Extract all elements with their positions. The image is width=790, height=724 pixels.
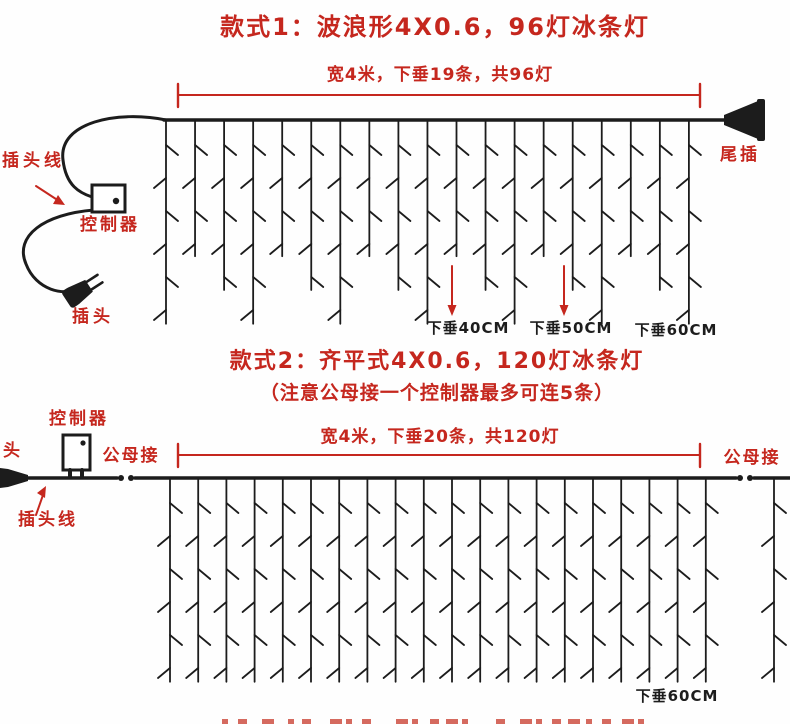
style2-title: 款式2：齐平式4X0.6，120灯冰条灯: [229, 349, 645, 374]
style1-drops: [153, 120, 702, 325]
style1-plug-label: 插头: [72, 307, 114, 327]
style2-plug-icon: [0, 468, 28, 488]
style2-plug-partial-label: 头: [3, 441, 20, 461]
style1-plug-icon: [62, 273, 104, 308]
style2-diagram: [0, 442, 790, 488]
style1-diagram: [21, 82, 728, 316]
style1-plug-wire-label: 插头线: [2, 151, 65, 171]
style2-controller-box: [61, 433, 92, 479]
style2-drop-60cm-label: 下垂60CM: [635, 687, 719, 705]
style1-tail-plug-icon: [724, 99, 765, 141]
style2-subtitle: （注意公母接一个控制器最多可连5条）: [259, 382, 615, 404]
style1-drop-60cm-label: 下垂60CM: [634, 321, 718, 339]
style2-plug-wire-arrow: [35, 486, 46, 516]
style2-plug-wire-label: 插头线: [18, 510, 78, 530]
style2-dimension-label: 宽4米，下垂20条，共120灯: [320, 427, 560, 447]
style2-controller-label: 控制器: [49, 409, 109, 429]
style2-connector-dots: [118, 475, 753, 481]
style1-dimension-label: 宽4米，下垂19条，共96灯: [326, 65, 554, 85]
style1-drop-50cm-label: 下垂50CM: [529, 319, 613, 337]
style2-connector-right-label: 公母接: [723, 448, 781, 468]
style2-drops: [157, 478, 787, 683]
style1-drop-40cm-label: 下垂40CM: [426, 319, 510, 337]
style1-tail-plug-label: 尾插: [720, 145, 760, 165]
style1-controller-box: [90, 183, 127, 214]
style2-connector-left-label: 公母接: [102, 446, 160, 466]
bottom-cutoff-red-text: [222, 719, 644, 724]
style1-controller-label: 控制器: [80, 215, 140, 235]
style1-title: 款式1：波浪形4X0.6，96灯冰条灯: [220, 13, 650, 41]
style1-plug-wire-arrow: [35, 185, 65, 205]
